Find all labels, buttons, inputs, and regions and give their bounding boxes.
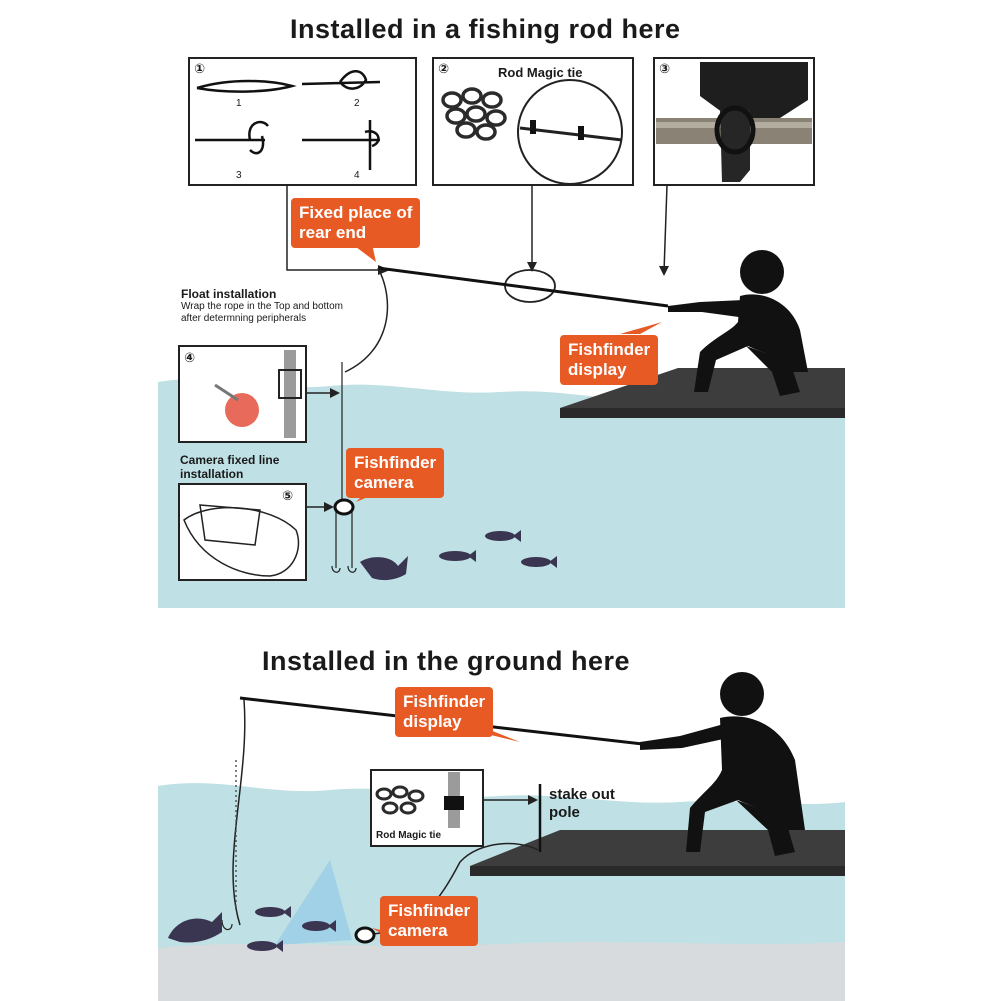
panel-1-number: ① [194, 61, 205, 77]
top-camera-body [335, 500, 353, 514]
bottom-camera-body [356, 928, 374, 942]
bottom-inset-label: Rod Magic tie [376, 830, 441, 841]
top-dock-edge [560, 408, 845, 418]
panel-2-number: ② [438, 61, 449, 77]
float-bead [225, 393, 259, 427]
panel-1-frame [189, 58, 416, 185]
camera-fixed-line-title: Camera fixed line installation [180, 453, 320, 481]
float-installation-title: Float installation [181, 287, 276, 301]
panel-1-step-2: 2 [354, 98, 360, 109]
callout-top-fishfinder-camera: Fishfinder camera [346, 448, 444, 498]
callout-bottom-fishfinder-camera: Fishfinder camera [380, 896, 478, 946]
stake-out-pole-label: stake out pole [549, 786, 615, 822]
panel-1-step-4: 4 [354, 170, 360, 181]
panel-3-number: ③ [659, 61, 670, 77]
top-heading: Installed in a fishing rod here [290, 14, 681, 45]
panel-1-step-3: 3 [236, 170, 242, 181]
callout-top-fishfinder-display: Fishfinder display [560, 335, 658, 385]
callout-bottom-fishfinder-display: Fishfinder display [395, 687, 493, 737]
panel-1-step-1: 1 [236, 98, 242, 109]
top-fishing-line [345, 268, 387, 372]
top-fishing-rod [378, 268, 668, 306]
bottom-heading: Installed in the ground here [262, 646, 630, 677]
panel-5-number: ⑤ [282, 488, 293, 504]
panel-2-label: Rod Magic tie [498, 65, 583, 80]
callout-top-display-tail [620, 322, 662, 334]
callout-fixed-rear-end: Fixed place of rear end [291, 198, 420, 248]
float-installation-desc: Wrap the rope in the Top and bottom afte… [181, 301, 346, 325]
panel-4-number: ④ [184, 350, 195, 366]
